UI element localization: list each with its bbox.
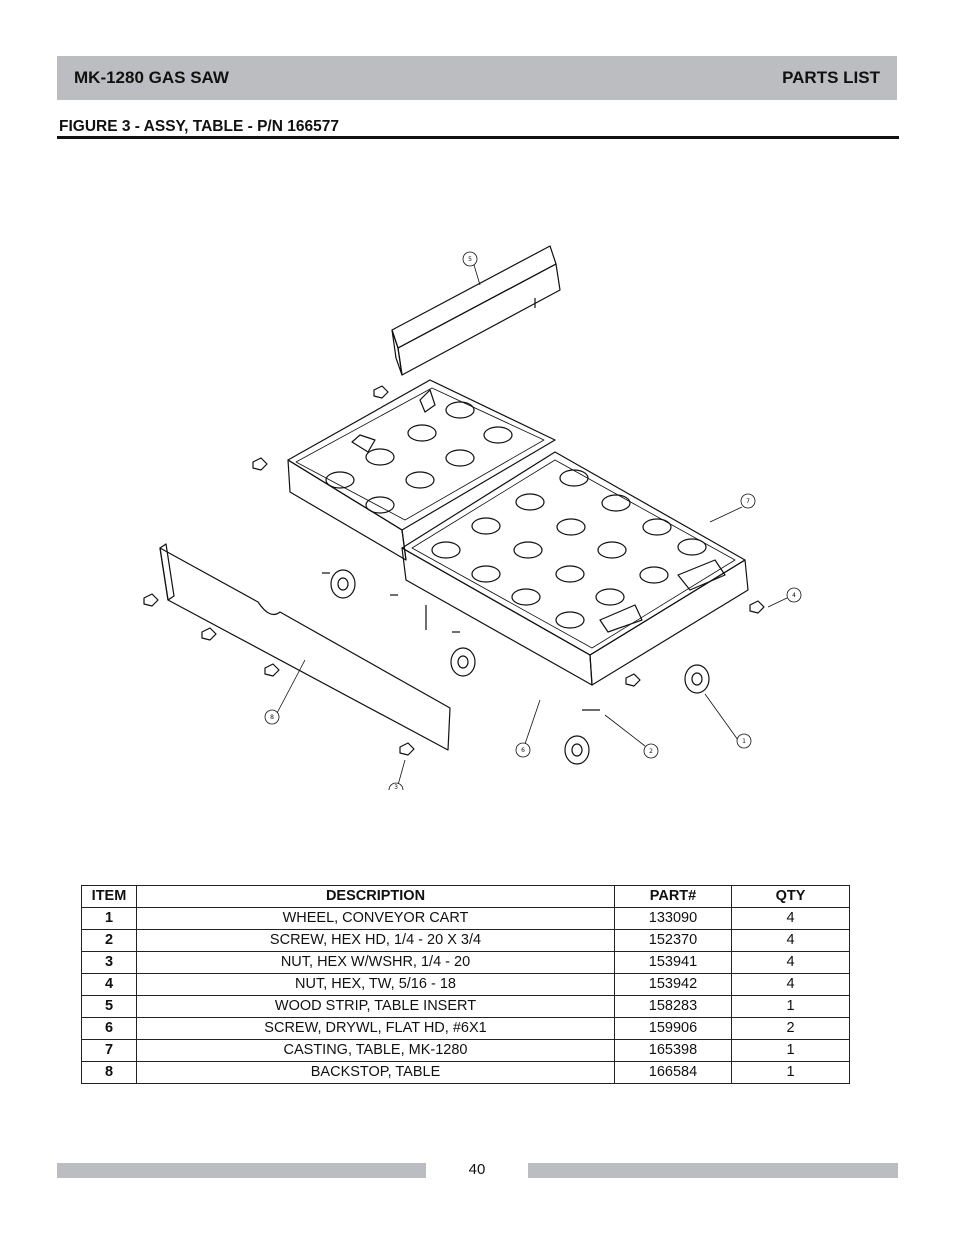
callout-5-label: 5 [468,256,472,263]
callout-4-label: 4 [792,592,796,599]
callout-bubbles [264,251,802,790]
qty-cell: 4 [731,907,850,930]
parts-table: ITEM DESCRIPTION PART# QTY 1 WHEEL, CONV… [81,885,850,1084]
part-cell: 152370 [614,929,732,952]
model-title: MK-1280 GAS SAW [74,68,229,87]
table-row: 2 SCREW, HEX HD, 1/4 - 20 X 3/4 152370 4 [81,929,850,952]
table-header-row: ITEM DESCRIPTION PART# QTY [81,885,850,908]
part-cell: 166584 [614,1061,732,1084]
wheels [330,569,710,765]
qty-cell: 2 [731,1017,850,1040]
callout-1-label: 1 [742,738,746,745]
description-cell: WHEEL, CONVEYOR CART [136,907,615,930]
callout-8 [264,709,280,725]
qty-cell: 4 [731,929,850,952]
table-row: 8 BACKSTOP, TABLE 166584 1 [81,1061,850,1084]
table-assembly-diagram: 5 7 4 1 2 6 8 3 [143,245,802,790]
table-row: 5 WOOD STRIP, TABLE INSERT 158283 1 [81,995,850,1018]
description-cell: SCREW, HEX HD, 1/4 - 20 X 3/4 [136,929,615,952]
backstop-plate [159,543,451,751]
footer-bar-left [57,1163,426,1178]
table-row: 1 WHEEL, CONVEYOR CART 133090 4 [81,907,850,930]
qty-cell: 1 [731,1039,850,1062]
fasteners [143,385,765,756]
table-row: 4 NUT, HEX, TW, 5/16 - 18 153942 4 [81,973,850,996]
callout-3 [388,782,404,790]
part-cell: 165398 [614,1039,732,1062]
section-title: PARTS LIST [782,68,880,87]
part-cell: 158283 [614,995,732,1018]
description-cell: BACKSTOP, TABLE [136,1061,615,1084]
footer-bar-right [528,1163,898,1178]
item-cell: 8 [81,1061,137,1084]
item-cell: 2 [81,929,137,952]
callout-7-label: 7 [746,498,750,505]
item-cell: 3 [81,951,137,974]
page-number: 40 [468,1161,486,1178]
callout-2-label: 2 [649,748,653,755]
callout-5 [462,251,478,267]
item-cell: 4 [81,973,137,996]
qty-cell: 1 [731,1061,850,1084]
part-cell: 133090 [614,907,732,930]
callout-1 [736,733,752,749]
left-table-casting [287,379,556,561]
qty-cell: 1 [731,995,850,1018]
item-cell: 5 [81,995,137,1018]
callout-6 [515,742,531,758]
part-cell: 153942 [614,973,732,996]
description-cell: NUT, HEX W/WSHR, 1/4 - 20 [136,951,615,974]
callout-2 [643,743,659,759]
header-qty: QTY [731,885,850,908]
table-row: 3 NUT, HEX W/WSHR, 1/4 - 20 153941 4 [81,951,850,974]
description-cell: WOOD STRIP, TABLE INSERT [136,995,615,1018]
item-cell: 1 [81,907,137,930]
callout-3-label: 3 [394,784,398,790]
right-table-casting [401,451,749,686]
figure-title-rule [57,136,899,139]
exploded-view-drawing: 5 7 4 1 2 6 8 3 [130,230,830,790]
header-band: MK-1280 GAS SAW PARTS LIST [57,56,897,100]
header-part: PART# [614,885,732,908]
header-description: DESCRIPTION [136,885,615,908]
table-row: 6 SCREW, DRYWL, FLAT HD, #6X1 159906 2 [81,1017,850,1040]
table-row: 7 CASTING, TABLE, MK-1280 165398 1 [81,1039,850,1062]
description-cell: SCREW, DRYWL, FLAT HD, #6X1 [136,1017,615,1040]
leader-lines [275,264,788,786]
qty-cell: 4 [731,973,850,996]
part-cell: 153941 [614,951,732,974]
wood-strip-part [391,245,561,376]
item-cell: 6 [81,1017,137,1040]
part-cell: 159906 [614,1017,732,1040]
callout-4 [786,587,802,603]
callout-7 [740,493,756,509]
figure-title: FIGURE 3 - ASSY, TABLE - P/N 166577 [59,118,339,135]
callout-6-label: 6 [521,747,525,754]
qty-cell: 4 [731,951,850,974]
callout-8-label: 8 [270,714,274,721]
header-item: ITEM [81,885,137,908]
description-cell: NUT, HEX, TW, 5/16 - 18 [136,973,615,996]
item-cell: 7 [81,1039,137,1062]
description-cell: CASTING, TABLE, MK-1280 [136,1039,615,1062]
